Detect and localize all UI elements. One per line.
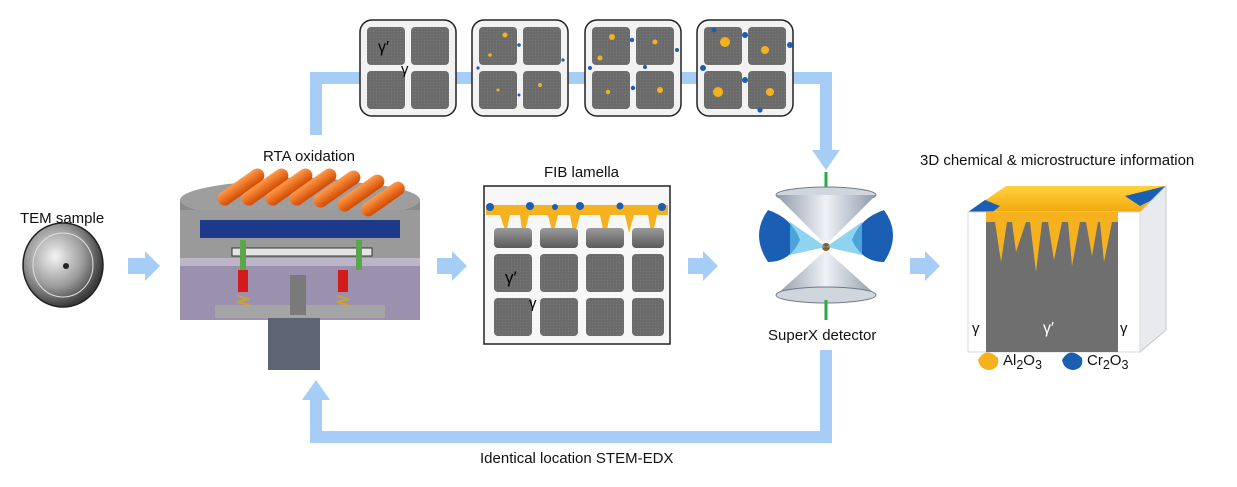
chevron-arrow-icon [688,251,718,281]
arrowhead-to-detector [812,150,840,170]
microstructure-cube [967,184,1167,354]
al2o3-legend-label: Al2O3 [1003,352,1042,372]
gamma-label: γ [529,295,537,312]
cr2o3-legend-label: Cr2O3 [1087,352,1129,372]
chem-info-label: 3D chemical & microstructure information [920,152,1195,169]
bottom-loop-arrow [310,350,832,443]
gamma-prime-label: γ′ [378,39,389,56]
cr2o3-legend-icon [1062,352,1083,370]
gamma-prime-label: γ′ [1043,320,1054,337]
oxidation-time-series [359,19,794,117]
microstructure-panel [584,19,682,117]
rta-furnace [180,168,420,370]
rta-oxidation-label: RTA oxidation [263,148,355,165]
tem-sample-label: TEM sample [20,210,105,227]
microstructure-panel [696,19,794,117]
microstructure-panel [471,19,569,117]
tem-sample-disc [22,222,104,308]
heating-rod-icon [217,168,405,217]
microstructure-panel [359,19,457,117]
gamma-label: γ [401,61,409,78]
gamma-label: γ [972,320,980,337]
gamma-label: γ [1120,320,1128,337]
chevron-arrow-icon [910,251,940,281]
detector-cone-icon [759,172,893,320]
fib-lamella [483,185,671,345]
al2o3-legend-icon [978,352,999,370]
chevron-arrow-icon [128,251,160,281]
stem-edx-label: Identical location STEM-EDX [480,450,674,467]
flow-arrows [310,72,832,443]
chevron-arrow-icon [437,251,467,281]
gamma-prime-label: γ′ [505,268,517,287]
top-loop-arrow [310,72,832,150]
fib-lamella-label: FIB lamella [544,164,620,181]
superx-detector-label: SuperX detector [768,327,877,344]
arrowhead-to-rta [302,380,330,400]
